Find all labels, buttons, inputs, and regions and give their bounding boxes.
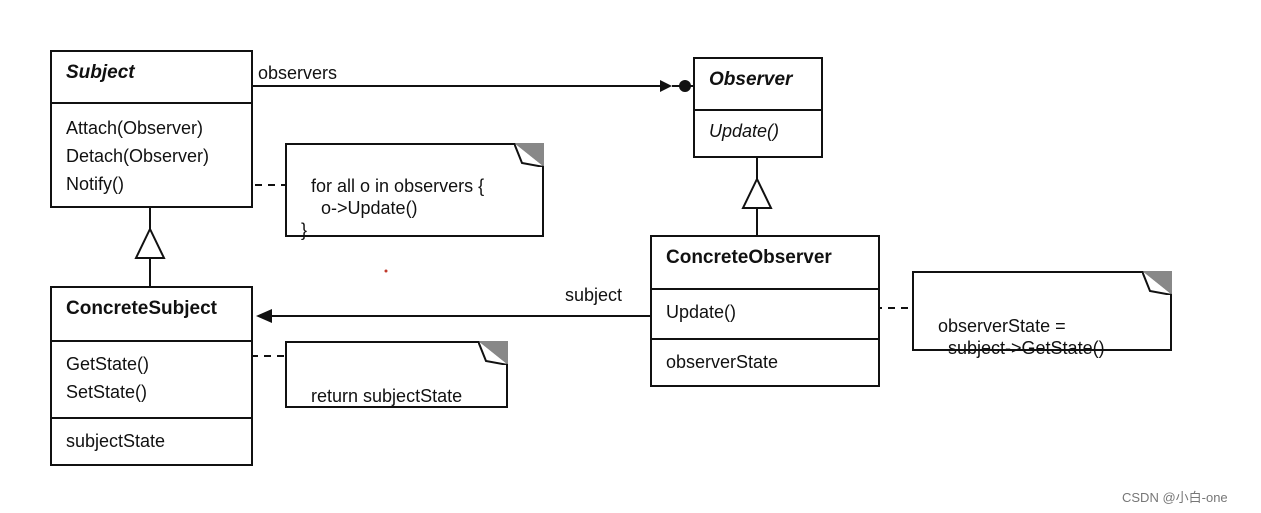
- inheritance-observer-triangle: [741, 176, 773, 209]
- note-fold-icon: [478, 341, 508, 365]
- association-subject-label: subject: [565, 285, 623, 305]
- watermark: CSDN @小白-one: [1122, 490, 1228, 505]
- inheritance-subject-triangle: [134, 226, 166, 259]
- association-subject-arrowhead: [256, 309, 272, 323]
- stray-dot: [384, 269, 388, 273]
- class-observer-name: Observer: [709, 69, 793, 90]
- concrete-subject-operation-getstate: GetState(): [66, 354, 150, 374]
- note-fold-icon: [1142, 271, 1172, 295]
- subject-operation-notify: Notify(): [66, 174, 124, 194]
- association-observers-arrowhead: [660, 80, 672, 92]
- class-subject-name: Subject: [66, 62, 135, 83]
- class-concrete-subject-name: ConcreteSubject: [66, 298, 217, 319]
- class-concrete-subject: ConcreteSubject GetState() SetState() su…: [50, 286, 253, 466]
- concrete-subject-attribute-subjectstate: subjectState: [66, 431, 166, 451]
- concrete-subject-operation-setstate: SetState(): [66, 382, 148, 402]
- concrete-observer-attribute-observerstate: observerState: [666, 352, 779, 372]
- class-observer: Observer Update(): [693, 57, 823, 158]
- note-notify-text: for all o in observers { o->Update() }: [301, 176, 485, 240]
- observer-operation-update: Update(): [709, 121, 780, 141]
- subject-operation-attach: Attach(Observer): [66, 118, 204, 138]
- note-getstate-text: return subjectState: [311, 386, 463, 406]
- note-fold-icon: [514, 143, 544, 167]
- note-observer-update: observerState = subject->GetState(): [912, 271, 1172, 358]
- association-observers-label: observers: [258, 63, 338, 83]
- class-concrete-observer: ConcreteObserver Update() observerState: [650, 235, 880, 387]
- note-notify: for all o in observers { o->Update() }: [285, 143, 544, 240]
- class-concrete-observer-name: ConcreteObserver: [666, 247, 832, 268]
- subject-operation-detach: Detach(Observer): [66, 146, 210, 166]
- note-getstate: return subjectState: [285, 341, 508, 408]
- class-subject: Subject Attach(Observer) Detach(Observer…: [50, 50, 253, 208]
- note-observer-update-text: observerState = subject->GetState(): [938, 316, 1105, 358]
- concrete-observer-operation-update: Update(): [666, 302, 737, 322]
